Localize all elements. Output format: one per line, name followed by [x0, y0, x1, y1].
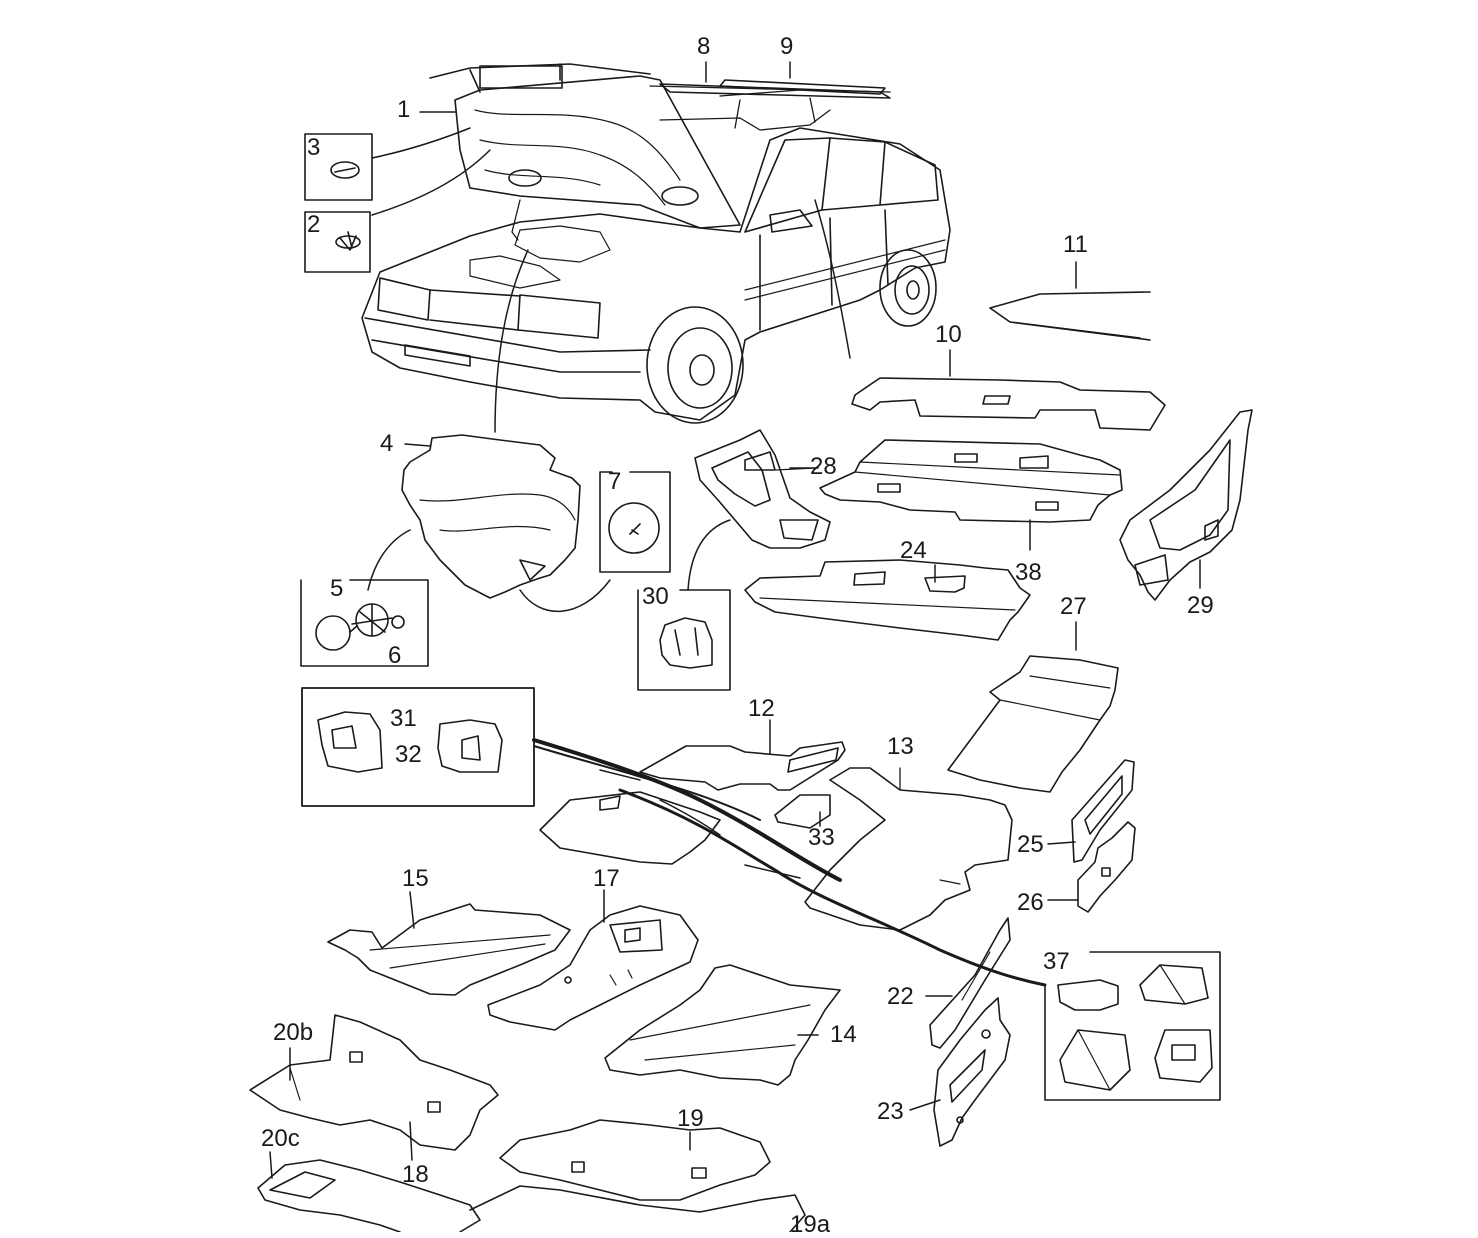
- callout-19a: 19a: [790, 1211, 831, 1238]
- callout-38: 38: [1015, 559, 1042, 586]
- leader-lines-lower: [270, 622, 1078, 1178]
- callout-29: 29: [1187, 592, 1214, 619]
- part-28-bracket: [695, 430, 830, 548]
- part-22-strip: [930, 918, 1010, 1048]
- callout-9: 9: [780, 33, 794, 60]
- callout-22: 22: [887, 983, 914, 1010]
- part-23-panel: [934, 998, 1010, 1146]
- detail-box-5-6: [301, 580, 428, 666]
- callout-4: 4: [380, 430, 394, 457]
- part-25-panel: [1072, 760, 1134, 862]
- callout-15: 15: [402, 865, 429, 892]
- callout-3: 3: [307, 134, 321, 161]
- callout-18: 18: [402, 1161, 429, 1188]
- callout-11: 11: [1063, 231, 1088, 258]
- callout-8: 8: [697, 33, 711, 60]
- callout-20c: 20c: [261, 1125, 300, 1152]
- callout-27: 27: [1060, 593, 1087, 620]
- part-27-panel: [948, 656, 1118, 792]
- part-29-panel: [1120, 410, 1252, 600]
- part-26-panel: [1078, 822, 1135, 912]
- part-33-pad: [775, 795, 830, 828]
- part-14-mat: [605, 965, 840, 1085]
- part-19-mat: [500, 1120, 770, 1200]
- callout-17: 17: [593, 865, 620, 892]
- detail-box-30: [638, 590, 730, 690]
- callout-25: 25: [1017, 831, 1044, 858]
- callout-31: 31: [390, 705, 417, 732]
- part-8-9-strips: [660, 80, 890, 98]
- callout-7: 7: [608, 468, 622, 495]
- part-24-panel: [745, 560, 1030, 640]
- part-20c-mat: [258, 1160, 805, 1232]
- part-4-insulation: [402, 435, 580, 598]
- part-12b-panel: [540, 792, 720, 864]
- detail-box-31-32: [302, 688, 840, 880]
- callout-32: 32: [395, 741, 422, 768]
- callout-14: 14: [830, 1021, 857, 1048]
- leader-lines-mid: [368, 444, 1200, 611]
- callout-12: 12: [748, 695, 775, 722]
- detail-box-7: [600, 472, 670, 572]
- callout-23: 23: [877, 1098, 904, 1125]
- callout-28: 28: [810, 453, 837, 480]
- callout-37: 37: [1043, 948, 1070, 975]
- callout-24: 24: [900, 537, 927, 564]
- part-11-panel: [990, 292, 1150, 340]
- part-10-panel: [852, 378, 1165, 430]
- callout-20b: 20b: [273, 1019, 314, 1046]
- callout-33: 33: [808, 824, 835, 851]
- callout-13: 13: [887, 733, 914, 760]
- callout-30: 30: [642, 583, 669, 610]
- part-12-panel: [640, 742, 845, 790]
- part-17-tunnel: [488, 906, 698, 1030]
- part-20b-18-mat: [250, 1015, 498, 1150]
- callout-26: 26: [1017, 889, 1044, 916]
- car-drawing: [362, 64, 950, 423]
- assembly-guides: [600, 770, 1045, 985]
- callout-19: 19: [677, 1105, 704, 1132]
- part-15-mat: [328, 904, 570, 995]
- callout-6: 6: [388, 642, 402, 669]
- callout-10: 10: [935, 321, 962, 348]
- part-38-panel: [820, 440, 1122, 522]
- detail-box-37: [1045, 952, 1220, 1100]
- detail-box-2-3: [305, 134, 372, 272]
- part-13-panel: [805, 768, 1012, 930]
- callout-2: 2: [307, 211, 321, 238]
- callout-5: 5: [330, 575, 344, 602]
- leader-lines: [372, 62, 1076, 432]
- callout-1: 1: [397, 96, 411, 123]
